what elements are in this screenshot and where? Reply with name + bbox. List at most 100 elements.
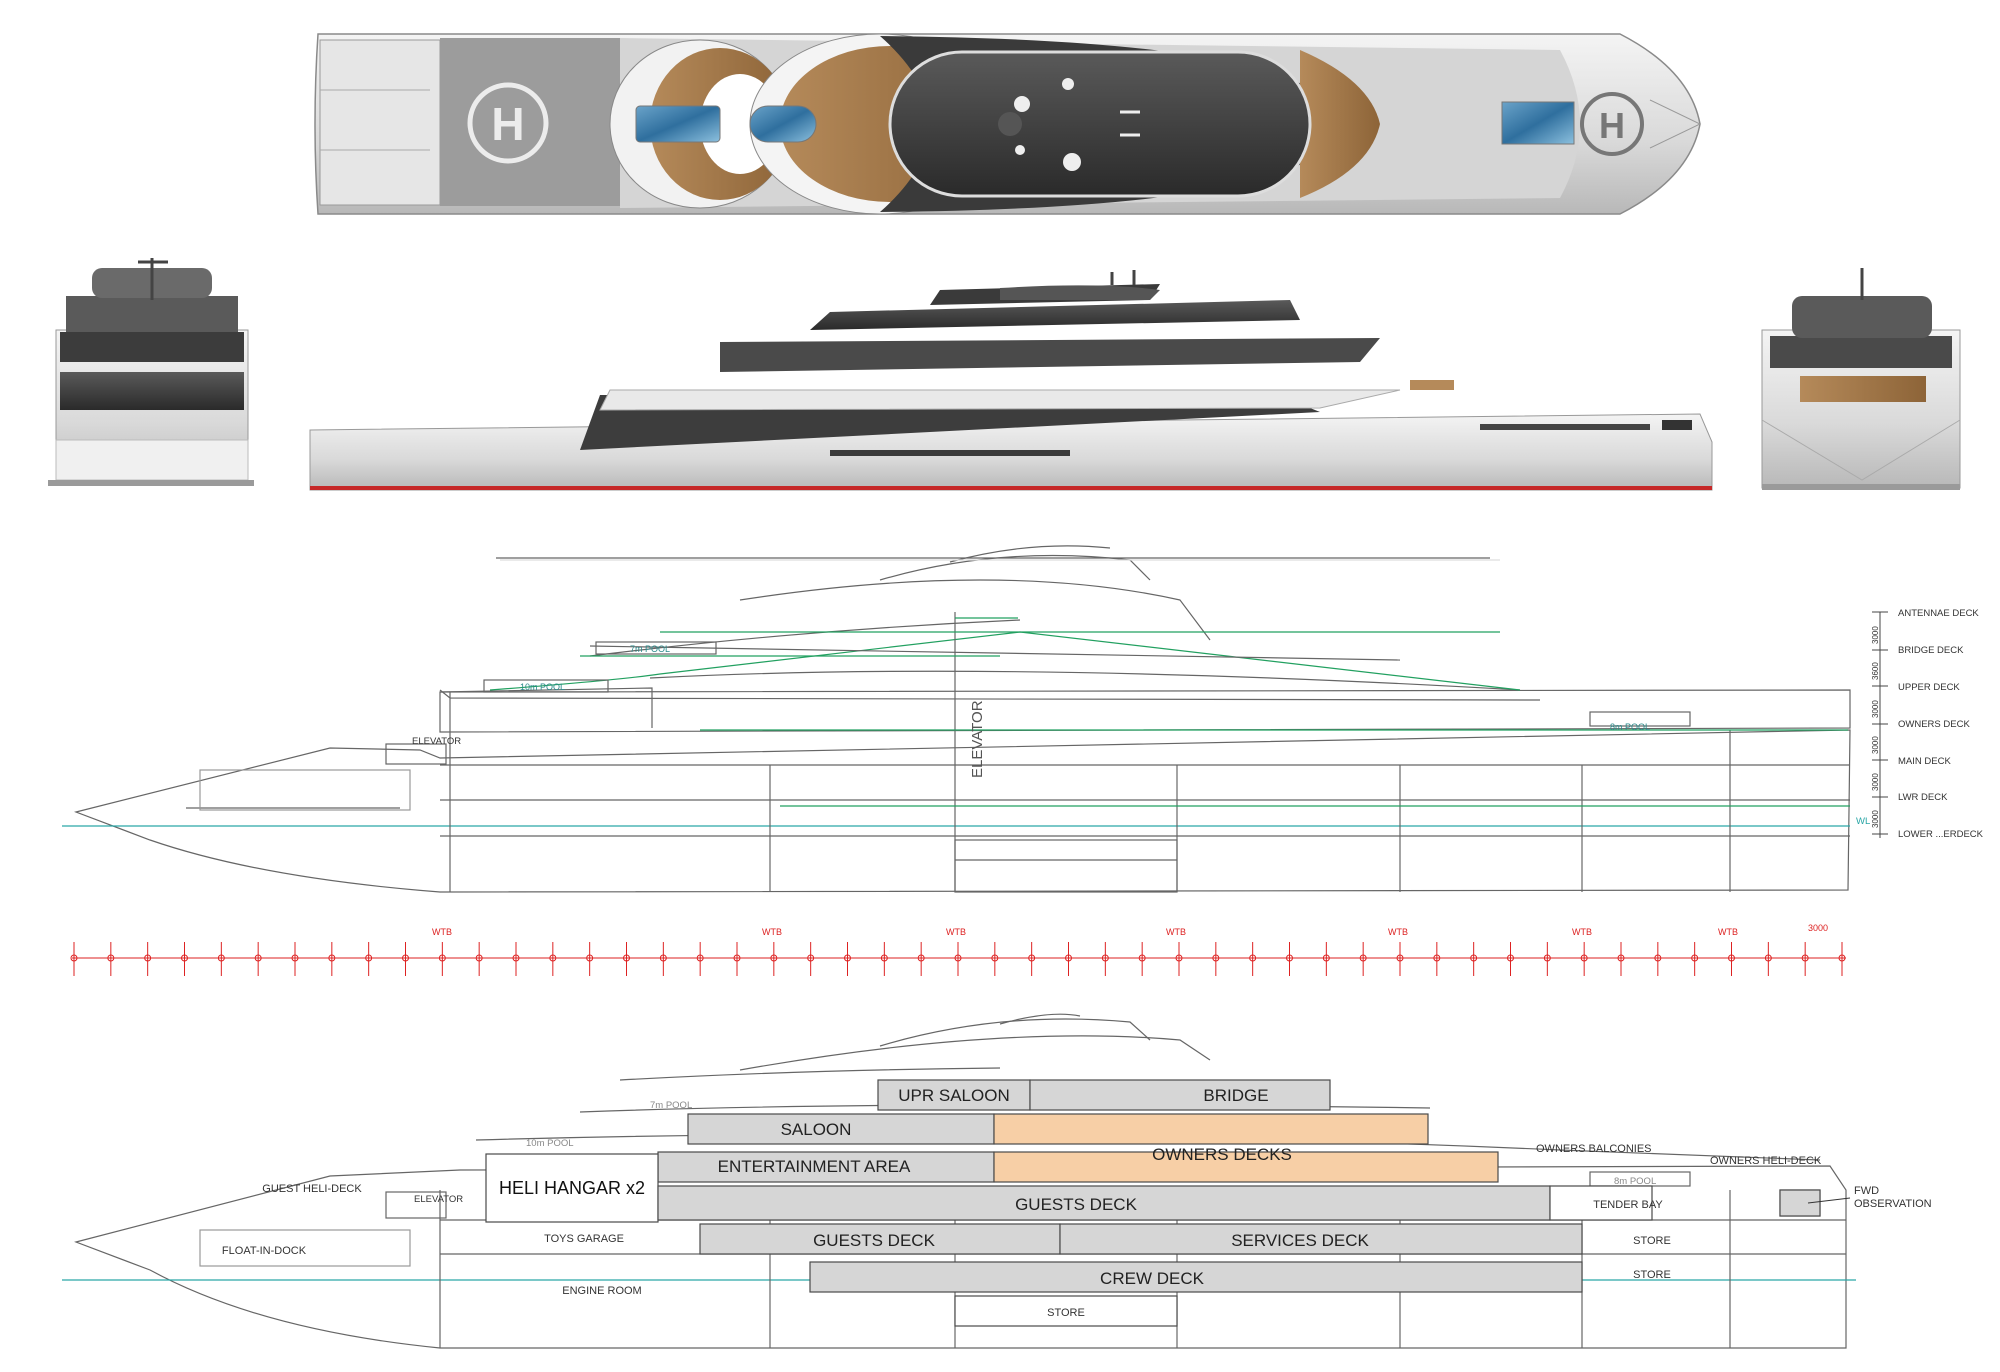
frame-marker [954,954,962,962]
frame-marker [70,954,78,962]
frame-marker [1838,954,1846,962]
deck-label-upper: UPPER DECK [1898,682,1960,693]
frame-marker [1764,954,1772,962]
wtb-label: WTB [1166,927,1186,937]
deck-label-antennae: ANTENNAE DECK [1898,608,1979,619]
zone-store-bottom[interactable] [954,1295,1178,1327]
deck-height-2: 3600 [1871,662,1880,680]
frame-marker [1322,954,1330,962]
wtb-label: WTB [1572,927,1592,937]
deck-height-6: 3000 [1871,810,1880,828]
zone-guests-deck-upper[interactable] [657,1185,1551,1221]
deck-label-bridge: BRIDGE DECK [1898,645,1964,656]
wtb-label: WTB [762,927,782,937]
frame-marker [1617,954,1625,962]
fwd-observation-leader [1807,1197,1851,1204]
side-profile-render [309,270,1713,491]
zone-saloon[interactable] [687,1113,995,1145]
wtb-label: WTB [432,927,452,937]
frame-marker [402,954,409,962]
profile-wl: WL [1856,816,1870,827]
frame-marker [659,954,667,962]
zone-label-owners-decks: OWNERS DECKS [1152,1145,1292,1164]
zone-fwd-observation[interactable] [1779,1189,1821,1217]
frame-marker [733,954,741,962]
frame-marker [438,954,446,962]
zone-label-services-deck: SERVICES DECK [1231,1231,1369,1250]
frame-marker [623,954,630,962]
frame-marker [1691,954,1699,962]
frame-marker [1175,954,1183,962]
wtb-label: WTB [1388,927,1408,937]
profile-pool-7m: 7m POOL [630,644,670,654]
deck-height-3: 3000 [1871,700,1880,718]
deck-label-lower: LOWER ...ERDECK [1898,829,1984,840]
deck-height-1: 3000 [1871,626,1880,644]
frame-marker [1433,954,1441,962]
frame-marker [586,954,594,962]
frame-scale [70,942,1846,976]
zone-label-pool-10m: 10m POOL [526,1138,574,1149]
frame-marker [770,954,778,962]
frame-marker [181,954,188,962]
frame-marker [1212,954,1220,962]
zone-label-owners-balconies: OWNERS BALCONIES [1536,1143,1652,1155]
aft-helipad [467,82,549,164]
frame-spacing-label: 3000 [1808,923,1828,933]
frame-marker [844,954,851,962]
frame-marker [512,954,520,962]
frame-marker [807,954,815,962]
wtb-label: WTB [946,927,966,937]
frame-marker [1065,954,1072,962]
fwd-elevation-render [1761,268,1961,490]
technical-profile [62,545,1851,893]
zone-label-crew-deck: CREW DECK [1100,1269,1205,1288]
fwd-helipad-mark: H [1599,105,1625,146]
frame-marker [991,954,999,962]
profile-elevator-small: ELEVATOR [412,736,461,747]
profile-pool-8m: 8m POOL [1610,722,1650,732]
zone-label-pool-7m: 7m POOL [650,1100,692,1111]
zone-label-store-1: STORE [1633,1235,1671,1247]
zone-owners-decks[interactable] [993,1113,1429,1145]
zone-label-observation: OBSERVATION [1854,1198,1932,1210]
frame-marker [1728,954,1735,962]
profile-elevator-vertical: ELEVATOR [969,700,986,778]
frame-marker [291,954,299,962]
zone-label-heli-hangar: HELI HANGAR x2 [499,1178,645,1198]
zone-crew-deck[interactable] [809,1261,1583,1293]
profile-pool-10m: 10m POOL [520,682,565,692]
zone-label-pool-8m: 8m POOL [1614,1176,1656,1187]
zone-label-saloon: SALOON [781,1120,852,1139]
frame-marker [1249,954,1257,962]
zone-label-entertainment: ENTERTAINMENT AREA [718,1157,911,1176]
frame-marker [144,954,152,962]
zone-owners-decks-lower[interactable] [993,1151,1499,1183]
frame-marker [1101,954,1109,962]
frame-marker [1359,954,1367,962]
frame-marker [1801,954,1809,962]
zone-label-bridge: BRIDGE [1203,1086,1268,1105]
deck-height-4: 3000 [1871,736,1880,754]
zone-label-engine-room: ENGINE ROOM [562,1285,641,1297]
top-plan-render: H H [314,33,1702,215]
frame-marker [1396,954,1404,962]
frame-marker [549,954,557,962]
zone-services-deck[interactable] [1059,1223,1583,1255]
zone-guests-deck-lower[interactable] [699,1223,1061,1255]
frame-marker [696,954,704,962]
frame-marker [107,954,115,962]
zone-heli-hangar[interactable] [485,1153,659,1223]
frame-marker [365,954,373,962]
zone-label-toys-garage: TOYS GARAGE [544,1233,624,1245]
zone-label-elevator: ELEVATOR [414,1194,463,1205]
deck-height-5: 3000 [1871,773,1880,791]
zone-bridge[interactable] [1029,1079,1331,1111]
zone-label-guest-heli-deck: GUEST HELI-DECK [262,1183,362,1195]
zone-tender-bay[interactable] [1549,1185,1653,1221]
frame-marker [254,954,262,962]
frame-marker [1507,954,1514,962]
frame-marker [475,954,483,962]
zone-entertainment[interactable] [657,1151,995,1183]
